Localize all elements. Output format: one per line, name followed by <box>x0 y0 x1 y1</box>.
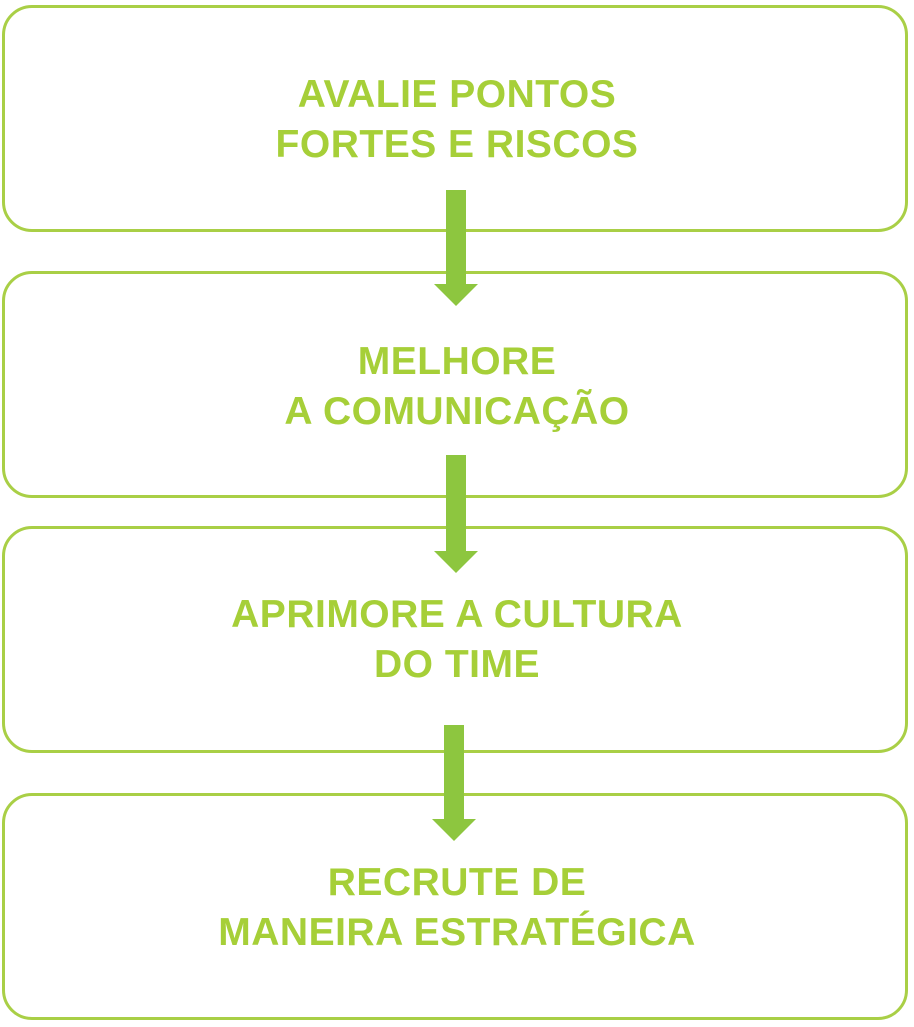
step-4-line-2: MANEIRA ESTRATÉGICA <box>218 911 696 954</box>
step-label-1: AVALIE PONTOS FORTES E RISCOS <box>0 70 914 170</box>
step-4-line-1: RECRUTE DE <box>327 861 587 904</box>
step-3-line-1: APRIMORE A CULTURA <box>231 593 683 636</box>
step-1-line-1: AVALIE PONTOS <box>297 73 617 116</box>
arrow-down-icon <box>434 455 478 573</box>
arrow-down-icon <box>432 725 476 841</box>
step-2-line-1: MELHORE <box>357 340 557 383</box>
arrow-down-icon <box>434 190 478 306</box>
step-3-line-2: DO TIME <box>374 643 540 686</box>
step-2-line-2: A COMUNICAÇÃO <box>284 390 630 433</box>
step-label-4: RECRUTE DE MANEIRA ESTRATÉGICA <box>0 858 914 958</box>
step-label-3: APRIMORE A CULTURA DO TIME <box>0 590 914 690</box>
step-1-line-2: FORTES E RISCOS <box>275 123 639 166</box>
step-label-2: MELHORE A COMUNICAÇÃO <box>0 337 914 437</box>
